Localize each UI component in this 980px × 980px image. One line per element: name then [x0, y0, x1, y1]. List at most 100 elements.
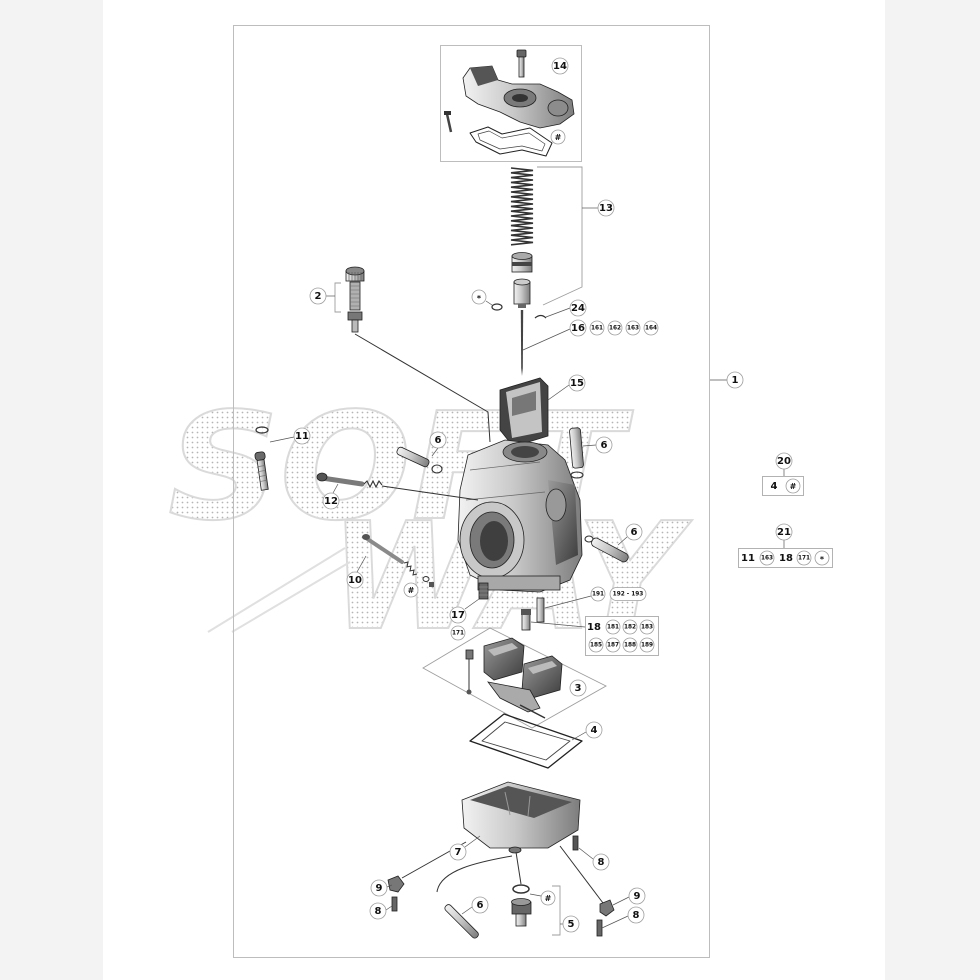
overflow-hose	[444, 904, 479, 939]
callout-192-193[interactable]: 192 - 193	[609, 587, 647, 601]
callout-9-right[interactable]: 9	[628, 887, 646, 905]
callout-20[interactable]: 20	[775, 452, 793, 470]
callout-185[interactable]: 185	[588, 637, 604, 653]
float-left	[483, 637, 525, 681]
kit-20-item-4[interactable]: 4	[771, 481, 778, 492]
cable-adjuster	[345, 266, 365, 333]
callout-needle-ring-note[interactable]: *	[471, 289, 487, 305]
svg-text:12: 12	[324, 496, 338, 507]
callout-11[interactable]: 11	[293, 427, 311, 445]
svg-text:24: 24	[571, 303, 585, 314]
body-bowl-flange	[477, 575, 561, 591]
callout-187[interactable]: 187	[605, 637, 621, 653]
svg-text:2: 2	[315, 291, 322, 302]
callout-14[interactable]: 14	[551, 57, 569, 75]
needle-clip	[534, 314, 547, 319]
kit-21-item-171[interactable]: 171	[796, 550, 812, 566]
svg-text:#: #	[790, 482, 797, 491]
callout-6-plug-right[interactable]: 6	[625, 523, 643, 541]
svg-text:#: #	[545, 894, 552, 903]
callout-16[interactable]: 16	[569, 319, 587, 337]
callout-12[interactable]: 12	[322, 492, 340, 510]
idle-screw-spring	[363, 479, 383, 489]
drain-plug-ring	[512, 884, 530, 894]
slide-spring-group	[510, 167, 534, 308]
overflow-hose-line	[436, 855, 513, 893]
svg-text:#: #	[408, 586, 415, 595]
svg-text:171: 171	[798, 556, 810, 562]
callout-4[interactable]: 4	[585, 721, 603, 739]
bowl-screw	[572, 835, 579, 851]
callout-18[interactable]: 18	[587, 622, 601, 633]
svg-text:189: 189	[641, 643, 653, 649]
callout-7[interactable]: 7	[449, 843, 467, 861]
callout-162[interactable]: 162	[607, 320, 623, 336]
watermark-swoosh	[207, 547, 351, 633]
svg-text:188: 188	[624, 643, 636, 649]
callout-adjust-screw-note[interactable]: #	[403, 582, 419, 598]
callout-183[interactable]: 183	[639, 619, 655, 635]
kit-21-item-note[interactable]: *	[814, 550, 830, 566]
callout-3[interactable]: 3	[569, 679, 587, 697]
svg-text:5: 5	[568, 919, 575, 930]
kit-21-item-163[interactable]: 163	[759, 550, 775, 566]
callout-8-right[interactable]: 8	[627, 906, 645, 924]
callout-13[interactable]: 13	[597, 199, 615, 217]
callout-191[interactable]: 191	[590, 586, 606, 602]
callout-189[interactable]: 189	[639, 637, 655, 653]
svg-text:8: 8	[598, 857, 605, 868]
svg-text:185: 185	[590, 643, 602, 649]
kit-21-contents: 11 163 18 171 *	[738, 548, 833, 568]
throttle-cable-line	[354, 333, 491, 443]
callout-10[interactable]: 10	[346, 571, 364, 589]
callout-8-bowl-screw[interactable]: 8	[592, 853, 610, 871]
callout-cover-gasket-note[interactable]: #	[550, 129, 566, 145]
kit-20-item-note[interactable]: #	[785, 478, 801, 494]
callout-1[interactable]: 1	[726, 371, 744, 389]
callout-8-left[interactable]: 8	[369, 902, 387, 920]
callout-24[interactable]: 24	[569, 299, 587, 317]
callout-188[interactable]: 188	[622, 637, 638, 653]
svg-text:192 - 193: 192 - 193	[613, 592, 644, 598]
callout-15[interactable]: 15	[568, 374, 586, 392]
callout-5[interactable]: 5	[562, 915, 580, 933]
callout-6-plug-right-upper[interactable]: 6	[595, 436, 613, 454]
plug-left	[396, 446, 443, 474]
adjust-screw	[362, 534, 434, 587]
callout-drain-plug-note[interactable]: #	[540, 890, 556, 906]
callout-182[interactable]: 182	[622, 619, 638, 635]
svg-text:4: 4	[591, 725, 598, 736]
svg-text:#: #	[555, 133, 562, 142]
drain-screw-right	[596, 919, 603, 937]
carburetor-cover	[444, 49, 575, 157]
callout-2[interactable]: 2	[309, 287, 327, 305]
cover-bolt-thread	[518, 56, 525, 78]
float-arm	[487, 681, 541, 713]
callout-171[interactable]: 171	[450, 625, 466, 641]
callout-6-overflow-hose[interactable]: 6	[471, 896, 489, 914]
svg-text:162: 162	[609, 326, 621, 332]
svg-text:7: 7	[455, 847, 462, 858]
kit-21-item-18[interactable]: 18	[779, 553, 793, 564]
svg-text:*: *	[820, 555, 825, 564]
callout-9-left[interactable]: 9	[370, 879, 388, 897]
bowl-gasket	[469, 713, 583, 769]
callout-181[interactable]: 181	[605, 619, 621, 635]
cover-group-frame	[440, 45, 582, 162]
main-jet-variants-box: 18 181 182 183 185 187 188 189	[585, 616, 659, 656]
callout-163[interactable]: 163	[625, 320, 641, 336]
kit-21-item-11[interactable]: 11	[741, 553, 755, 564]
assembly-frame	[233, 25, 710, 958]
callout-161[interactable]: 161	[589, 320, 605, 336]
throttle-slide	[499, 377, 549, 445]
svg-text:6: 6	[601, 440, 608, 451]
svg-text:9: 9	[634, 891, 641, 902]
callout-17[interactable]: 17	[449, 606, 467, 624]
svg-text:183: 183	[641, 625, 653, 631]
drain-plug	[511, 884, 532, 927]
cover-cable-guide	[470, 66, 498, 86]
callout-6-plug-left[interactable]: 6	[429, 431, 447, 449]
svg-text:187: 187	[607, 643, 619, 649]
callout-164[interactable]: 164	[643, 320, 659, 336]
callout-21[interactable]: 21	[775, 523, 793, 541]
